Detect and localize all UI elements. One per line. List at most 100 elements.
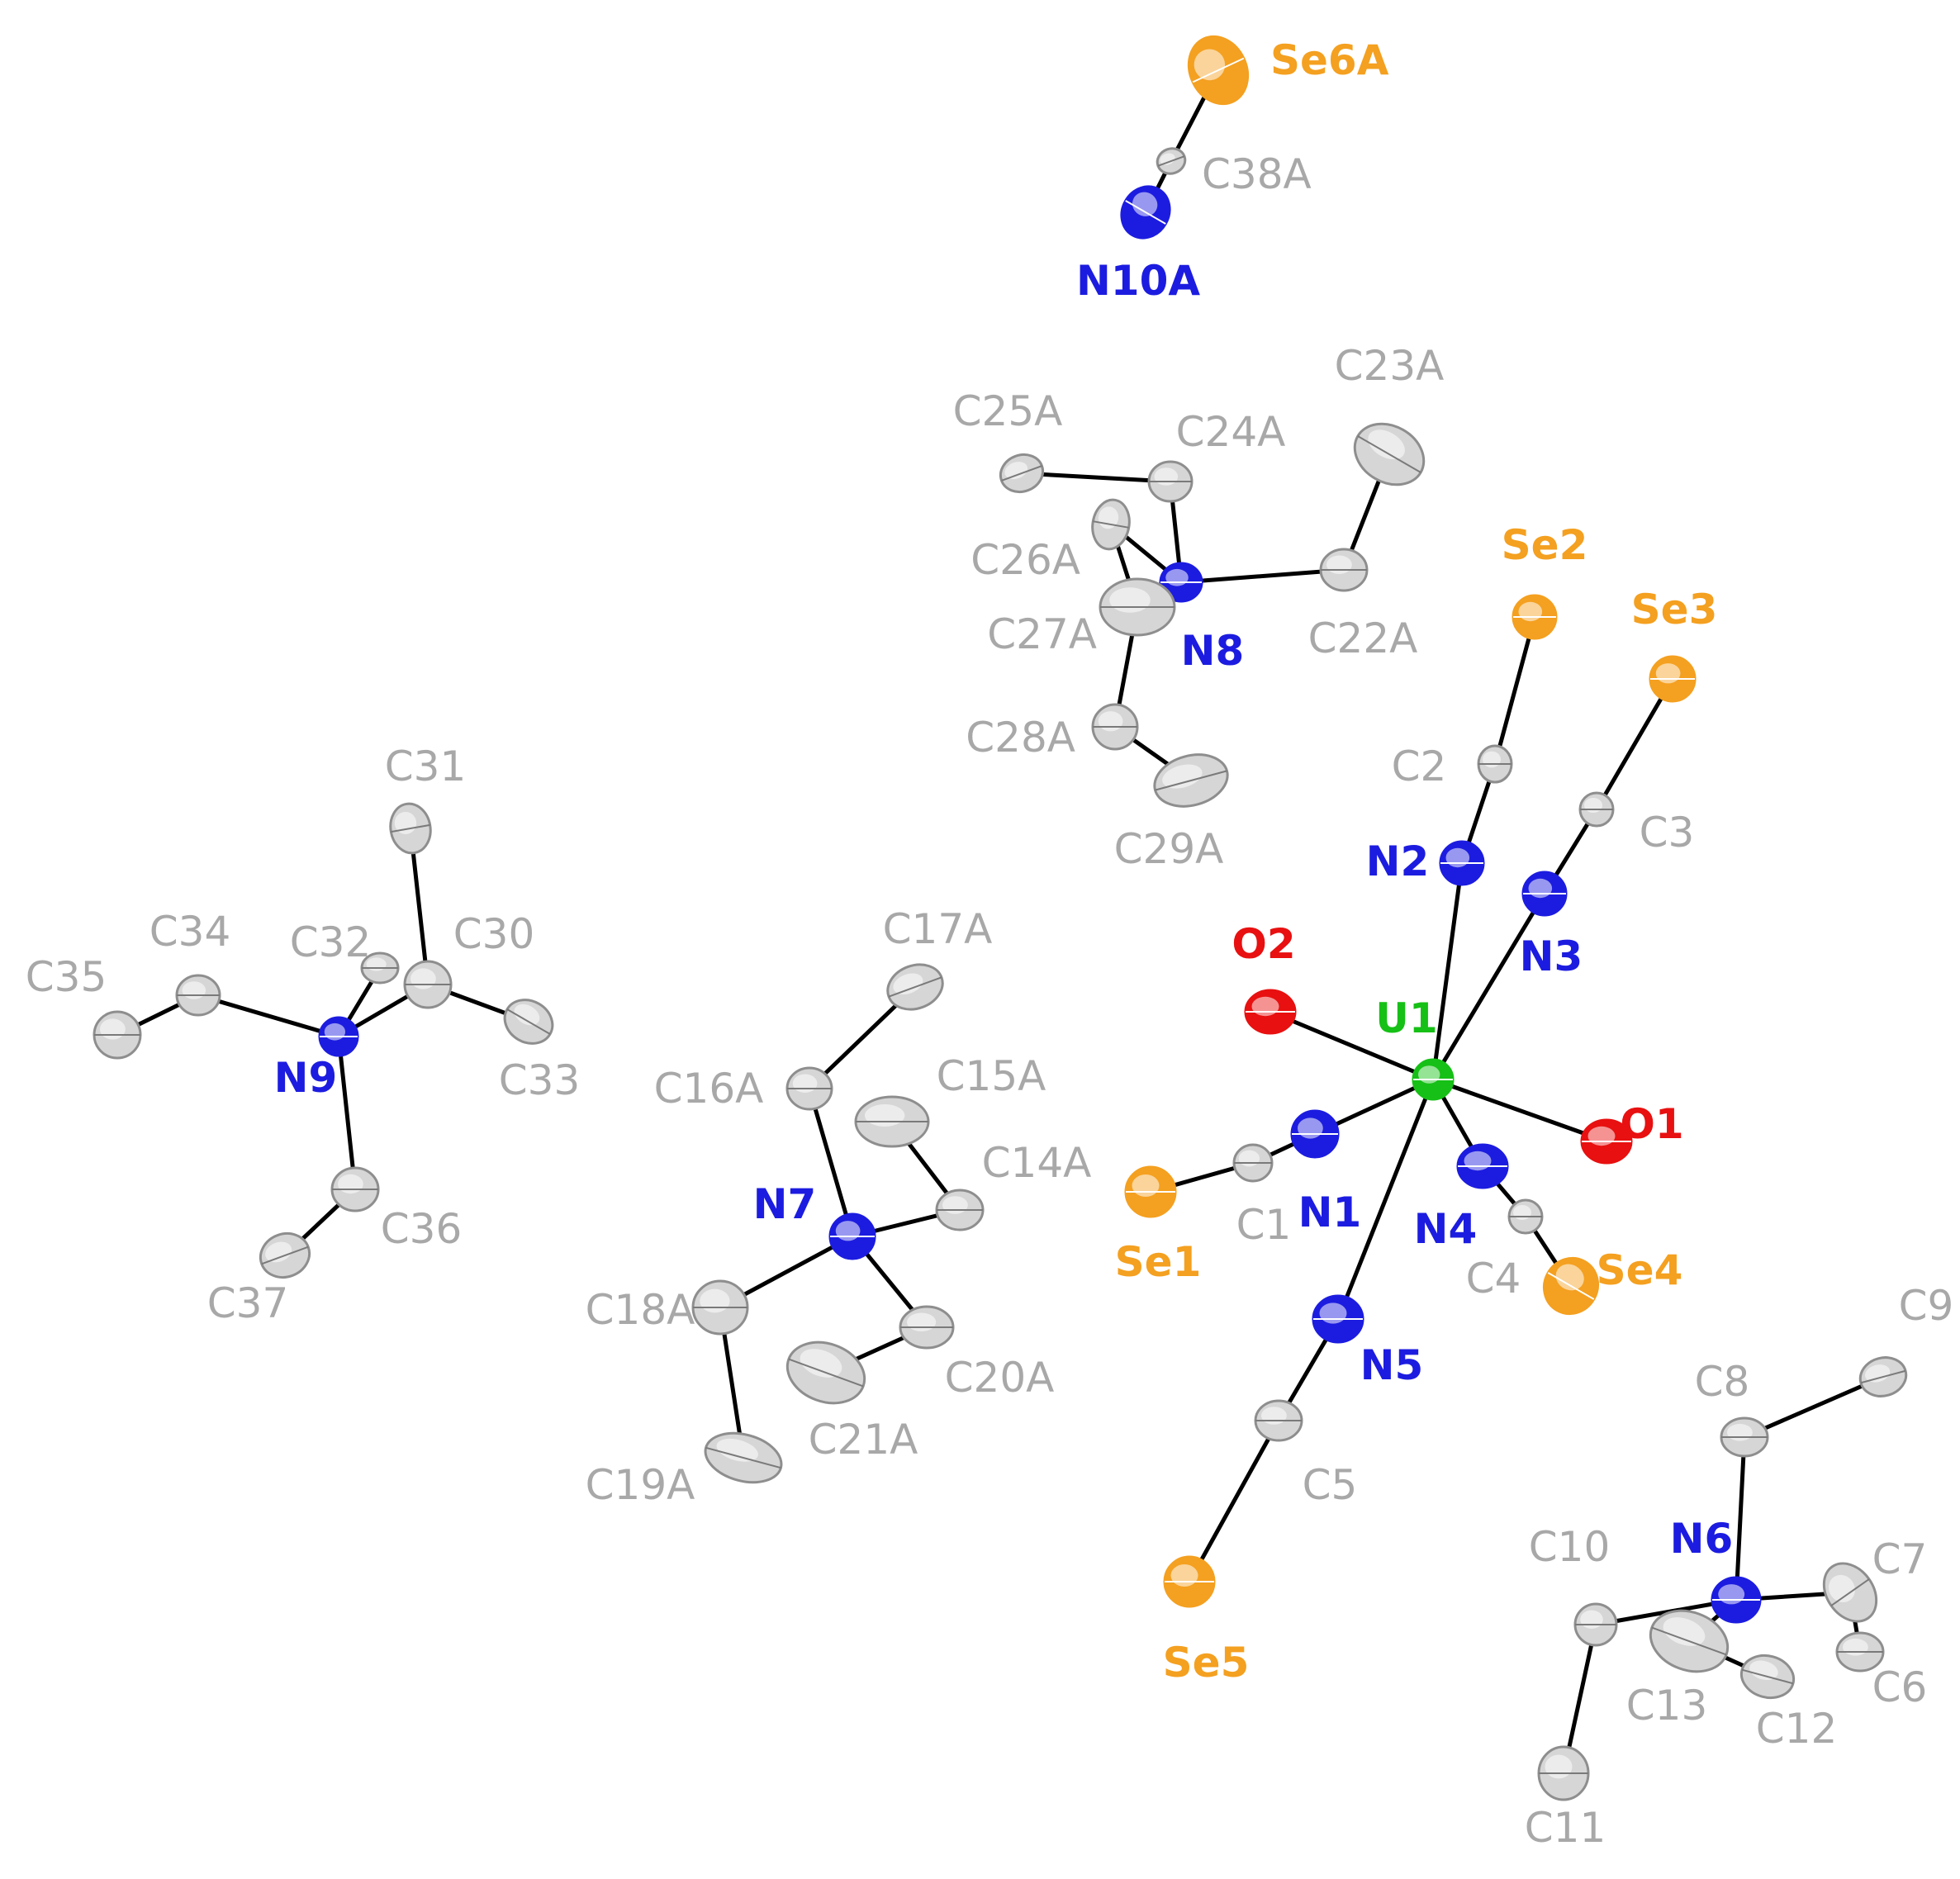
atom-c5 [1254,1399,1303,1442]
atom-label-c10: C10 [1529,1523,1611,1571]
atom-label-c11: C11 [1525,1804,1606,1852]
atom-label-n2: N2 [1366,837,1430,885]
atom-c9 [1858,1356,1908,1397]
atom-c27a [1099,577,1176,637]
atom-n2 [1439,840,1485,886]
atom-label-c32: C32 [290,918,372,966]
atoms-layer [93,35,1908,1801]
atom-label-c36: C36 [381,1205,463,1253]
atom-label-c2: C2 [1392,743,1447,790]
atom-c35 [93,1010,142,1060]
atom-label-c20a: C20A [945,1354,1055,1402]
atom-label-c22a: C22A [1308,614,1418,662]
atom-label-u1: U1 [1375,994,1437,1042]
atom-n8 [1159,562,1203,603]
atom-label-c21a: C21A [809,1416,918,1464]
atom-c2 [1477,744,1513,784]
bonds-layer [115,68,1886,1776]
atom-c10 [1573,1602,1618,1647]
atom-n9 [318,1016,359,1057]
bond-c5-se5 [1187,1418,1281,1584]
atom-label-n5: N5 [1360,1341,1424,1389]
atom-label-c16a: C16A [654,1065,764,1113]
bond-o2-u1 [1268,1009,1436,1082]
atom-se3 [1649,655,1697,703]
atom-c29a [1153,753,1229,808]
atom-label-c34: C34 [149,908,231,956]
atom-c37 [259,1232,311,1279]
bond-c9-c8 [1742,1374,1886,1440]
atom-c16a [785,1066,833,1111]
atom-c4 [1507,1198,1544,1235]
atom-c31 [389,802,432,855]
atom-c30 [403,960,453,1009]
bond-c34-n9 [196,993,341,1039]
atom-label-c33: C33 [499,1056,581,1104]
atom-label-c38a: C38A [1202,150,1312,198]
bond-n2-u1 [1431,861,1464,1082]
atom-c38a [1156,147,1187,175]
atom-label-se6a: Se6A [1270,36,1389,84]
bond-n3-u1 [1431,891,1547,1082]
atom-label-o2: O2 [1232,920,1295,968]
atom-label-c12: C12 [1756,1705,1838,1753]
bond-se3-c3 [1594,676,1675,812]
atom-c8 [1720,1416,1769,1458]
atom-c24a [1147,460,1194,503]
atom-n6 [1711,1576,1762,1624]
atom-c21a [785,1340,866,1405]
atom-n4 [1456,1143,1509,1189]
atom-label-c24a: C24A [1176,408,1286,456]
atom-c23a [1353,422,1426,486]
atom-n1 [1290,1109,1340,1159]
atom-o2 [1244,989,1297,1035]
atom-c6 [1835,1631,1885,1673]
atom-label-c9: C9 [1899,1282,1954,1330]
atom-c14a [935,1189,985,1231]
atom-label-se1: Se1 [1115,1238,1202,1286]
atom-c25a [999,453,1045,494]
atom-label-c7: C7 [1872,1535,1928,1583]
atom-label-c27a: C27A [987,610,1097,658]
bond-c31-c30 [408,826,430,987]
atom-label-c31: C31 [385,743,467,790]
atom-c13 [1649,1609,1730,1673]
atom-c33 [503,999,554,1045]
atom-u1 [1412,1058,1455,1101]
atom-label-c5: C5 [1303,1461,1358,1509]
bond-u1-n5 [1336,1077,1436,1321]
atom-label-c17a: C17A [883,905,993,953]
atom-n5 [1312,1294,1364,1344]
bond-n9-c36 [336,1034,358,1192]
atom-c22a [1319,548,1369,592]
atom-label-c8: C8 [1695,1358,1750,1406]
atom-label-n3: N3 [1520,932,1583,980]
atom-se6a [1187,35,1250,106]
atom-n3 [1521,871,1568,917]
atom-label-c30: C30 [453,910,535,958]
atom-c1 [1232,1143,1274,1183]
atom-label-c15a: C15A [937,1052,1046,1100]
atom-c3 [1578,791,1615,828]
atom-c7 [1822,1562,1878,1623]
atom-label-se3: Se3 [1631,586,1718,633]
atom-label-se2: Se2 [1502,521,1588,569]
atom-label-c26a: C26A [971,536,1080,584]
atom-c12 [1739,1654,1796,1700]
atom-c19a [704,1431,783,1484]
atom-label-n7: N7 [753,1180,817,1228]
atom-c15a [854,1095,930,1148]
atom-c11 [1537,1745,1590,1801]
atom-se4 [1542,1256,1600,1316]
atom-label-n4: N4 [1414,1205,1478,1253]
atom-label-c14a: C14A [982,1139,1092,1187]
bond-c25a-c24a [1019,471,1173,484]
atom-se5 [1163,1555,1216,1608]
atom-label-n9: N9 [274,1054,338,1102]
atom-label-c37: C37 [207,1279,289,1327]
atom-label-c1: C1 [1236,1201,1292,1249]
atom-c36 [330,1166,380,1212]
bond-c22a-n8 [1179,567,1346,585]
atom-label-c6: C6 [1872,1663,1928,1711]
